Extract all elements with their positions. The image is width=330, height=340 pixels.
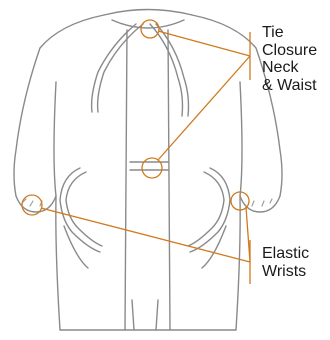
neck-callout-circle <box>141 20 159 38</box>
tie-closure-callout-lines <box>158 31 250 160</box>
neck-tie-strings <box>92 24 189 116</box>
elastic-wrists-line-1: Elastic <box>262 245 309 263</box>
elastic-wrists-label: Elastic Wrists <box>262 245 309 280</box>
tie-closure-line-1: Tie <box>262 24 317 42</box>
tie-closure-line-4: & Waist <box>262 77 317 95</box>
tie-closure-line-2: Closure <box>262 42 317 60</box>
waist-callout-circle <box>142 158 162 178</box>
tie-closure-line-3: Neck <box>262 59 317 77</box>
elastic-wrists-line-2: Wrists <box>262 263 309 281</box>
tie-closure-label: Tie Closure Neck & Waist <box>262 24 317 94</box>
loose-ties <box>64 226 226 268</box>
